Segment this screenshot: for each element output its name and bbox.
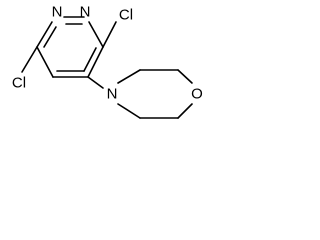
bond-nm-c1 (117, 69, 141, 84)
substituent-bonds (21, 21, 117, 89)
pyridazine-ring (36, 16, 104, 78)
bond-c2-o (177, 69, 193, 84)
atom-labels: N N Cl Cl N O (12, 4, 203, 103)
bond-c4-nmorph (87, 76, 104, 89)
bond-c6-n1-inner (43, 26, 57, 48)
atom-cl-left: Cl (12, 75, 26, 92)
bond-n2-c3 (88, 21, 104, 48)
atom-cl-top: Cl (119, 7, 133, 24)
bond-c3-c4 (87, 46, 104, 78)
bond-c5-c6 (36, 46, 54, 78)
structure-diagram: N N Cl Cl N O (12, 4, 203, 119)
bond-o-c3 (177, 103, 193, 119)
atom-n1: N (52, 4, 63, 21)
atom-n2: N (80, 4, 91, 21)
morpholine-ring (117, 69, 193, 119)
bond-c3-cl (102, 21, 117, 48)
bond-c6-n1 (36, 21, 53, 48)
bond-c3-inner (83, 47, 97, 72)
atom-o-morpholine: O (191, 86, 203, 103)
bond-c6-cl (21, 46, 38, 73)
atom-n-morpholine: N (107, 86, 118, 103)
bond-c4m-nm (117, 103, 141, 119)
